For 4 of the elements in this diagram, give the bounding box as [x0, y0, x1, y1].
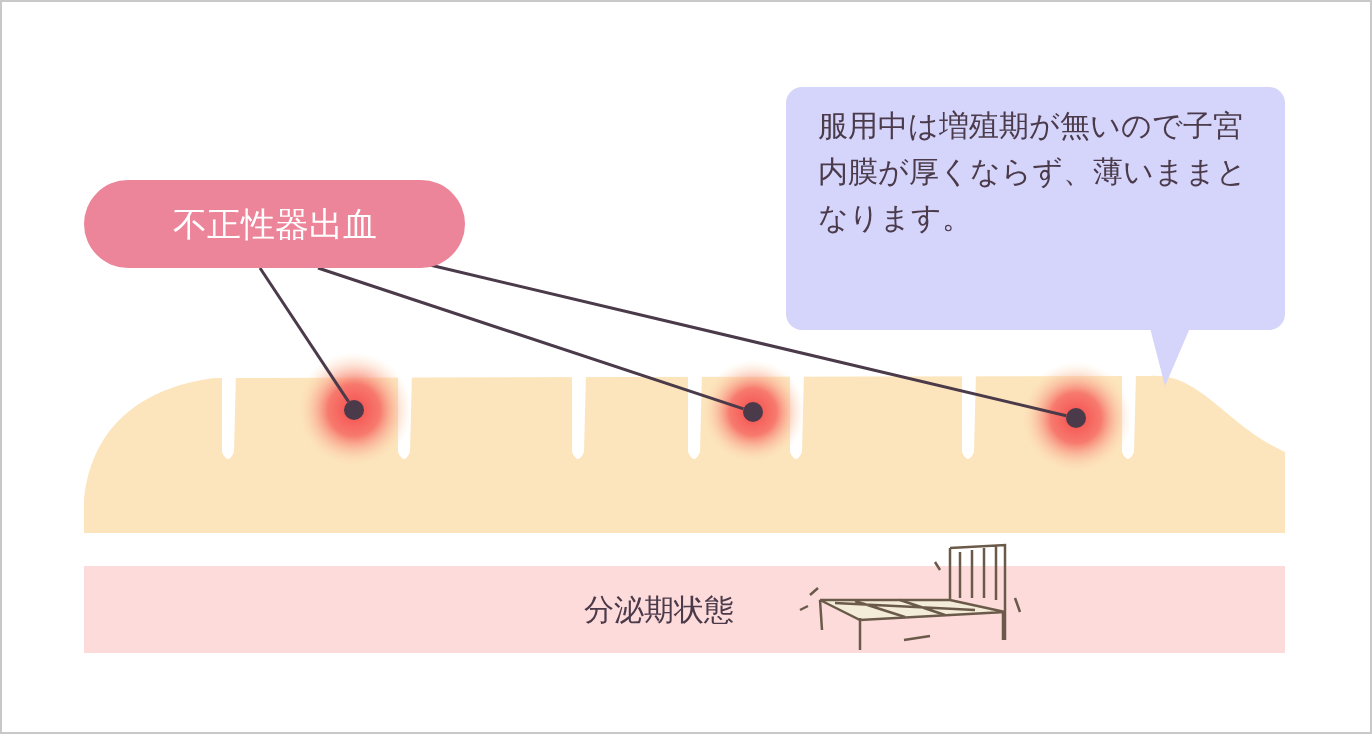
phase-band: 分泌期状態 — [84, 566, 1285, 653]
speech-bubble: 服用中は増殖期が無いので子宮内膜が厚くならず、薄いままとなります。 — [786, 87, 1285, 330]
leader-line — [317, 266, 744, 411]
label-pill: 不正性器出血 — [84, 180, 465, 268]
